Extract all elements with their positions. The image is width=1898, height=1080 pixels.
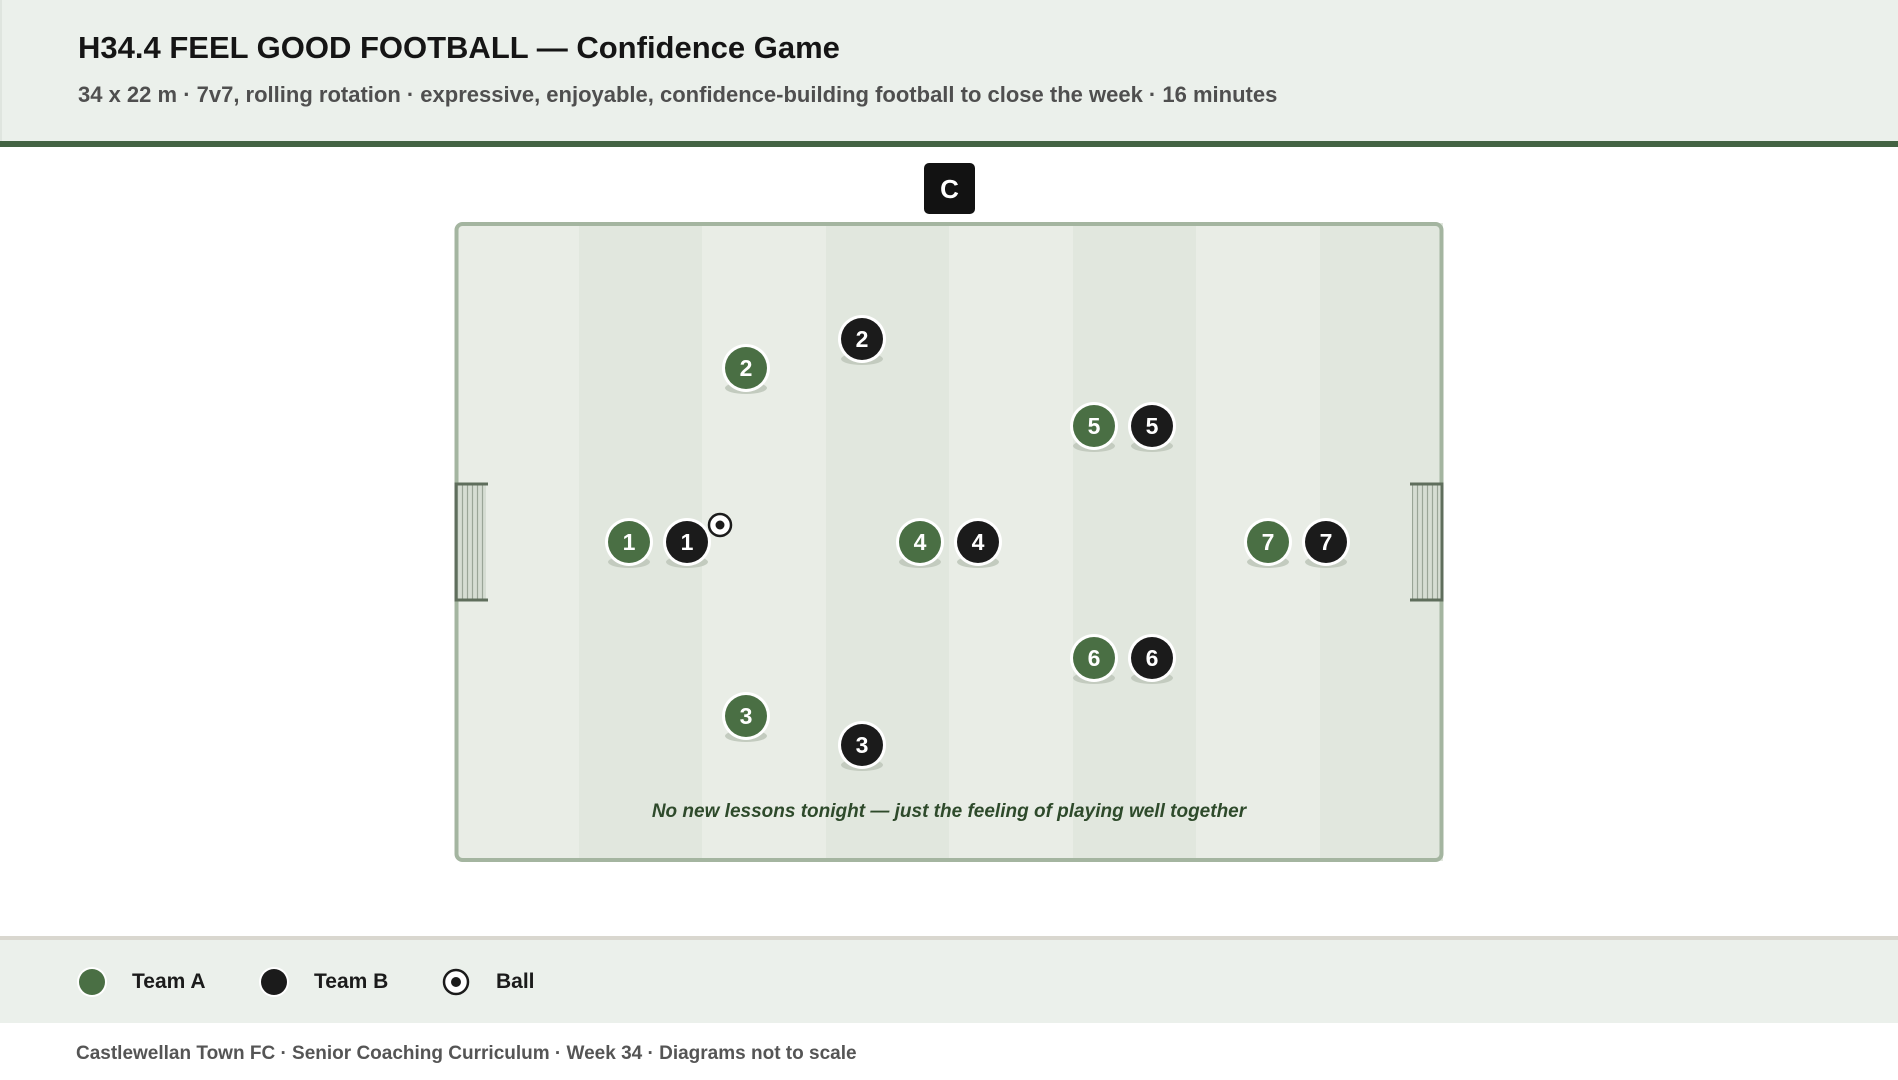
goal-icon (1412, 484, 1442, 600)
legend-ball: Ball (440, 940, 535, 1023)
team-b-player-3: 3 (838, 721, 886, 771)
player-number: 3 (856, 732, 869, 758)
page-title: H34.4 FEEL GOOD FOOTBALL — Confidence Ga… (78, 30, 840, 65)
ball-icon (442, 968, 470, 995)
pitch (454, 222, 1444, 862)
player-number: 6 (1146, 645, 1159, 671)
team-b-player-7: 7 (1302, 518, 1350, 568)
team-a-player-4: 4 (896, 518, 944, 568)
team-b-player-4: 4 (954, 518, 1002, 568)
team-a-player-1: 1 (605, 518, 653, 568)
team-b-player-5: 5 (1128, 402, 1176, 452)
legend: Team A Team B Ball (0, 936, 1898, 1023)
team-a-player-2: 2 (722, 344, 770, 394)
legend-label: Team B (314, 969, 389, 993)
player-number: 4 (972, 529, 985, 555)
team-b-player-1: 1 (663, 518, 711, 568)
player-number: 6 (1088, 645, 1101, 671)
player-number: 2 (740, 355, 753, 381)
player-number: 1 (681, 529, 694, 555)
goal-right (1410, 482, 1444, 602)
player-number: 7 (1320, 529, 1333, 555)
team-b-swatch (259, 966, 289, 997)
legend-label: Ball (496, 969, 535, 993)
player-number: 5 (1146, 413, 1159, 439)
header-divider (0, 141, 1898, 147)
team-a-swatch (77, 966, 107, 997)
header: H34.4 FEEL GOOD FOOTBALL — Confidence Ga… (0, 0, 1898, 141)
team-b-player-6: 6 (1128, 634, 1176, 684)
player-number: 3 (740, 703, 753, 729)
team-a-player-6: 6 (1070, 634, 1118, 684)
ball-icon (707, 512, 733, 538)
team-a-player-7: 7 (1244, 518, 1292, 568)
coach-marker: C (924, 163, 975, 214)
team-b-player-2: 2 (838, 315, 886, 365)
pitch-diagram: C 1 2 3 4 (454, 163, 1444, 862)
page-subtitle: 34 x 22 m · 7v7, rolling rotation · expr… (78, 82, 1278, 107)
goal-left (454, 482, 488, 602)
team-a-player-3: 3 (722, 692, 770, 742)
footer-text: Castlewellan Town FC · Senior Coaching C… (76, 1043, 857, 1064)
player-number: 5 (1088, 413, 1101, 439)
player-number: 4 (914, 529, 927, 555)
pitch-note: No new lessons tonight — just the feelin… (652, 801, 1248, 822)
player-number: 2 (856, 326, 869, 352)
legend-team-a: Team A (76, 940, 206, 1023)
player-number: 1 (623, 529, 636, 555)
pitch-stripe (1073, 223, 1196, 861)
goal-icon (456, 484, 486, 600)
player-number: 7 (1262, 529, 1275, 555)
legend-label: Team A (132, 969, 206, 993)
coach-label: C (940, 174, 959, 204)
team-a-player-5: 5 (1070, 402, 1118, 452)
legend-team-b: Team B (258, 940, 388, 1023)
